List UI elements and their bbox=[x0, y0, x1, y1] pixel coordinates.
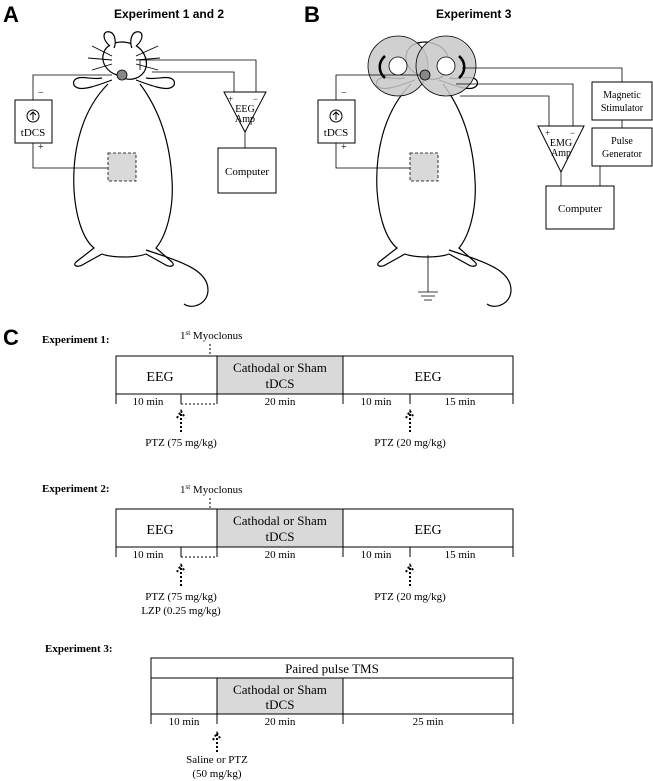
exp3-drug-line2: (50 mg/kg) bbox=[192, 768, 242, 780]
emg-amp-label-2: Amp bbox=[551, 148, 571, 159]
exp2-t1: 10 min bbox=[133, 549, 164, 561]
exp2-myoclonus: 1st Myoclonus bbox=[180, 483, 242, 496]
exp1-drug1: PTZ (75 mg/kg) bbox=[145, 437, 217, 449]
panel-c-letter: C bbox=[3, 325, 19, 350]
ventral-electrode-b bbox=[409, 152, 439, 182]
exp2-block2-line2: tDCS bbox=[266, 529, 295, 544]
exp2-drug1-line1: PTZ (75 mg/kg) bbox=[145, 591, 217, 603]
exp2-drug1-line2: LZP (0.25 mg/kg) bbox=[141, 605, 221, 617]
computer-label-b: Computer bbox=[558, 203, 602, 215]
eeg-amp-plus: + bbox=[228, 94, 233, 104]
exp2-block2-line1: Cathodal or Sham bbox=[233, 513, 327, 528]
emg-amp-plus: + bbox=[545, 128, 550, 138]
exp3-t3: 25 min bbox=[413, 716, 444, 728]
exp1-block3: EEG bbox=[414, 370, 441, 385]
ventral-electrode-a bbox=[107, 152, 137, 182]
computer-box-a bbox=[217, 147, 277, 194]
tdcs-minus-b: − bbox=[341, 88, 347, 99]
computer-box-b bbox=[545, 185, 615, 230]
exp1-t1: 10 min bbox=[133, 396, 164, 408]
eeg-amp-label-2: Amp bbox=[235, 114, 255, 125]
exp3-t1: 10 min bbox=[169, 716, 200, 728]
exp3-block2-line1: Cathodal or Sham bbox=[233, 682, 327, 697]
stimulator-label-2: Stimulator bbox=[601, 103, 644, 114]
exp2-t3: 10 min bbox=[361, 549, 392, 561]
pulse-generator-box bbox=[591, 127, 653, 167]
exp2-block1: EEG bbox=[146, 523, 173, 538]
exp1-t4: 15 min bbox=[445, 396, 476, 408]
exp2-label: Experiment 2: bbox=[42, 483, 110, 495]
exp3-drug-line1: Saline or PTZ bbox=[186, 754, 248, 766]
exp2-drug2: PTZ (20 mg/kg) bbox=[374, 591, 446, 603]
tdcs-label-b: tDCS bbox=[324, 127, 348, 139]
stimulator-label-1: Magnetic bbox=[603, 90, 641, 101]
exp2-block3: EEG bbox=[414, 523, 441, 538]
exp1-block1: EEG bbox=[146, 370, 173, 385]
rat-illustration-a bbox=[72, 31, 209, 307]
ground-symbol bbox=[418, 255, 438, 301]
eeg-amp-triangle bbox=[223, 91, 267, 134]
exp3-block2-line2: tDCS bbox=[266, 697, 295, 712]
tdcs-plus-b: + bbox=[341, 142, 347, 153]
panel-a-letter: A bbox=[3, 2, 19, 27]
exp2-t2: 20 min bbox=[265, 549, 296, 561]
exp1-drug2: PTZ (20 mg/kg) bbox=[374, 437, 446, 449]
pulse-label-1: Pulse bbox=[611, 136, 633, 147]
exp1-block2-line2: tDCS bbox=[266, 376, 295, 391]
exp2-t4: 15 min bbox=[445, 549, 476, 561]
eeg-amp-minus: − bbox=[253, 94, 258, 104]
exp1-label: Experiment 1: bbox=[42, 334, 110, 346]
tdcs-label-a: tDCS bbox=[21, 127, 45, 139]
panel-b-letter: B bbox=[304, 2, 320, 27]
tms-coil bbox=[367, 35, 477, 97]
panel-b-title: Experiment 3 bbox=[436, 7, 512, 21]
exp1-t2: 20 min bbox=[265, 396, 296, 408]
computer-label-a: Computer bbox=[225, 166, 269, 178]
exp3-label: Experiment 3: bbox=[45, 643, 113, 655]
emg-amp-minus: − bbox=[570, 128, 575, 138]
exp1-block2-line1: Cathodal or Sham bbox=[233, 360, 327, 375]
tdcs-plus-a: + bbox=[38, 142, 44, 153]
exp1-t3: 10 min bbox=[361, 396, 392, 408]
exp1-myoclonus: 1st Myoclonus bbox=[180, 329, 242, 342]
magnetic-stimulator-box bbox=[591, 81, 653, 121]
emg-amp-triangle bbox=[537, 125, 585, 174]
emg-amp-label-1: EMG bbox=[550, 138, 572, 149]
pulse-label-2: Generator bbox=[602, 149, 643, 160]
tdcs-minus-a: − bbox=[38, 88, 44, 99]
exp3-top-bar: Paired pulse TMS bbox=[285, 661, 379, 676]
exp3-t2: 20 min bbox=[265, 716, 296, 728]
eeg-amp-label-1: EEG bbox=[235, 104, 254, 115]
panel-a-title: Experiment 1 and 2 bbox=[114, 7, 224, 21]
